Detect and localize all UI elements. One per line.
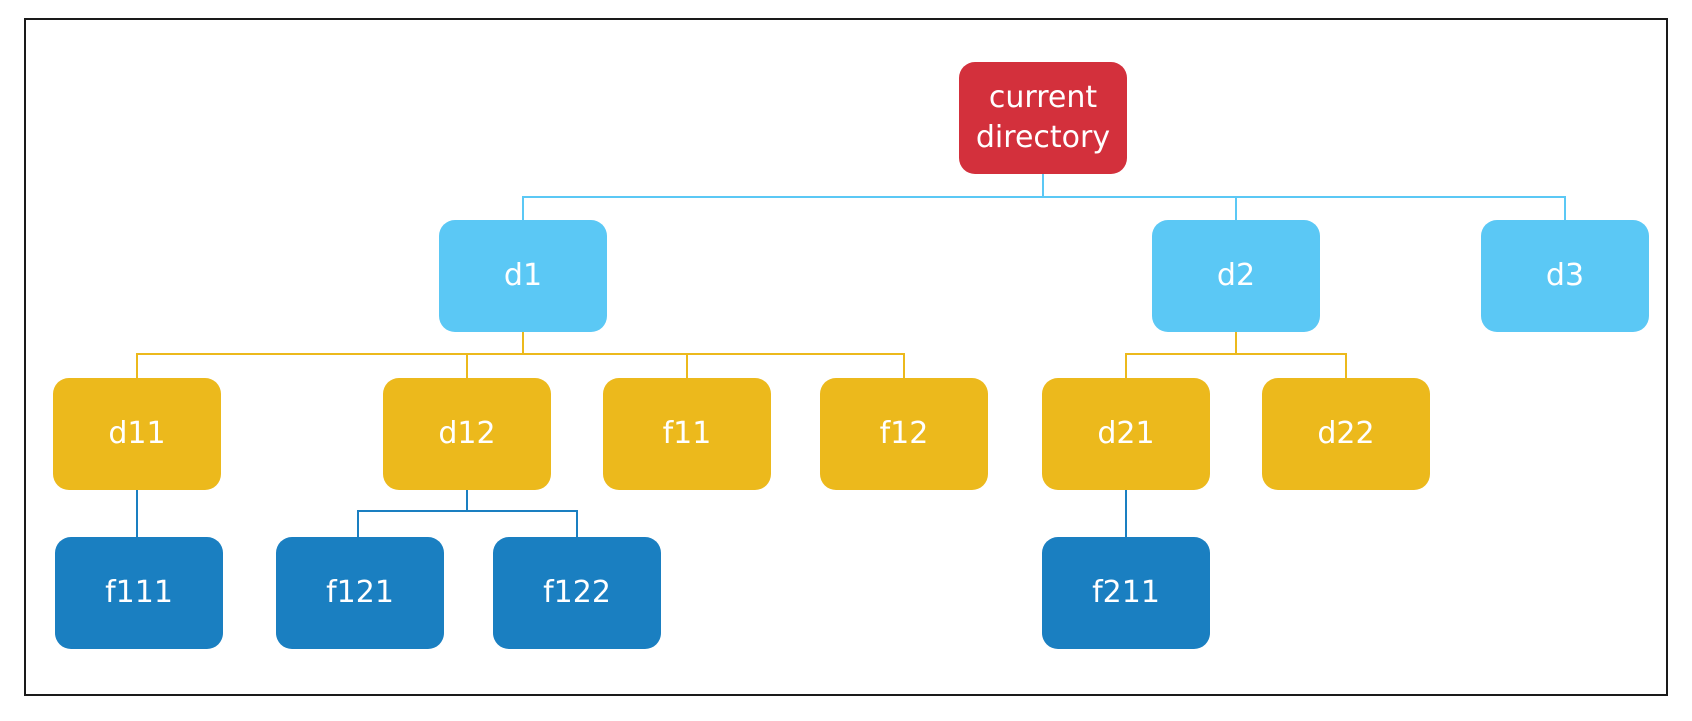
- node-d11: d11: [53, 378, 221, 490]
- node-label: f211: [1092, 575, 1160, 610]
- edge-d12-f122: [467, 510, 578, 537]
- connector-root-to-level1: [522, 174, 1566, 220]
- node-label: f122: [543, 575, 611, 610]
- edge-d12-f121: [357, 490, 468, 537]
- node-label: f11: [662, 416, 712, 451]
- node-label: d2: [1216, 258, 1256, 293]
- edge-d1-d11: [136, 332, 524, 378]
- node-label: f121: [326, 575, 394, 610]
- node-label: d1: [503, 258, 543, 293]
- node-label: d12: [438, 416, 496, 451]
- connector-d1-children: [136, 332, 905, 378]
- node-f111: f111: [55, 537, 223, 649]
- edge-root-d3: [1236, 196, 1566, 220]
- connector-level2-to-level3: [136, 490, 1127, 537]
- node-d21: d21: [1042, 378, 1210, 490]
- node-d2: d2: [1152, 220, 1320, 332]
- node-f122: f122: [493, 537, 661, 649]
- node-f11: f11: [603, 378, 771, 490]
- node-label: d21: [1097, 416, 1155, 451]
- node-label: d11: [108, 416, 166, 451]
- edge-root-d1: [522, 174, 1044, 220]
- edge-d2-d22: [1236, 353, 1347, 378]
- edge-root-d2: [1043, 196, 1237, 220]
- node-label: f12: [879, 416, 929, 451]
- node-d22: d22: [1262, 378, 1430, 490]
- node-label: current directory: [975, 80, 1111, 155]
- edge-d2-d21: [1125, 332, 1237, 378]
- edge-d1-f11: [523, 353, 688, 378]
- node-d1: d1: [439, 220, 607, 332]
- node-label: f111: [105, 575, 173, 610]
- node-label: d3: [1545, 258, 1585, 293]
- node-f211: f211: [1042, 537, 1210, 649]
- node-current-directory: current directory: [959, 62, 1127, 174]
- node-f12: f12: [820, 378, 988, 490]
- node-d3: d3: [1481, 220, 1649, 332]
- node-label: d22: [1317, 416, 1375, 451]
- node-d12: d12: [383, 378, 551, 490]
- edge-d1-f12: [687, 353, 905, 378]
- connector-d2-children: [1125, 332, 1347, 378]
- node-f121: f121: [276, 537, 444, 649]
